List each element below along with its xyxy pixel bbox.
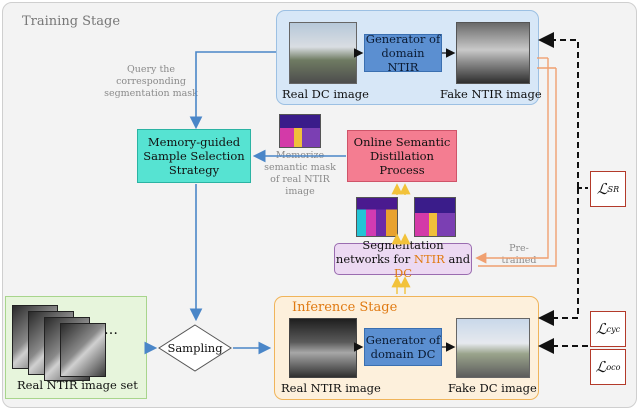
memory-selection-box: Memory-guided Sample Selection Strategy bbox=[137, 129, 251, 183]
dashed-sr-bottom bbox=[538, 188, 579, 326]
seg-box-prefix: Segmentation networks for bbox=[335, 238, 444, 266]
pretrained-line-inner bbox=[478, 68, 557, 267]
ntir-segmentation-mask bbox=[356, 197, 398, 237]
generator-dc-box: Generator of domain DC bbox=[364, 328, 442, 366]
fake-dc-image bbox=[456, 318, 530, 378]
inference-stage-label: Inference Stage bbox=[292, 300, 398, 315]
ntir-set-ellipsis: … bbox=[104, 322, 118, 338]
ntir-set-image-4 bbox=[60, 323, 106, 377]
pretrained-line-outer bbox=[475, 58, 549, 264]
dashed-sr-top bbox=[538, 32, 579, 188]
loss-cyc-symbol: ℒ bbox=[595, 320, 607, 338]
training-stage-label: Training Stage bbox=[22, 14, 121, 29]
sampling-diamond bbox=[158, 324, 232, 372]
generator-ntir-box: Generator of domain NTIR bbox=[364, 32, 442, 74]
loss-sr-symbol: ℒ bbox=[596, 180, 608, 198]
pretrained-note: Pre-trained bbox=[501, 243, 537, 266]
real-ntir-set-caption: Real NTIR image set bbox=[17, 378, 138, 392]
query-mask-note: Query the corresponding segmentation mas… bbox=[104, 64, 198, 99]
sampling-label: Sampling bbox=[167, 341, 223, 355]
memorized-mask-image bbox=[279, 114, 321, 148]
seg-box-and: and bbox=[444, 252, 471, 266]
loss-oco-symbol: ℒ bbox=[595, 358, 607, 376]
loss-oco-sub: oco bbox=[606, 362, 621, 372]
semantic-distillation-box: Online Semantic Distillation Process bbox=[347, 130, 457, 182]
real-ntir-image bbox=[289, 318, 357, 378]
fake-dc-caption: Fake DC image bbox=[448, 381, 537, 395]
arrow-top-to-memory bbox=[189, 51, 276, 130]
loss-cyc-sub: cyc bbox=[606, 324, 621, 334]
dc-segmentation-mask bbox=[414, 197, 456, 237]
real-dc-caption: Real DC image bbox=[282, 87, 369, 101]
loss-sr-sub: SR bbox=[607, 184, 620, 194]
real-ntir-caption: Real NTIR image bbox=[281, 381, 381, 395]
segmentation-networks-box: Segmentation networks for NTIR and DC bbox=[334, 238, 472, 280]
seg-box-ntir: NTIR bbox=[413, 252, 445, 266]
fake-ntir-image bbox=[456, 22, 530, 84]
fake-ntir-caption: Fake NTIR image bbox=[440, 87, 542, 101]
